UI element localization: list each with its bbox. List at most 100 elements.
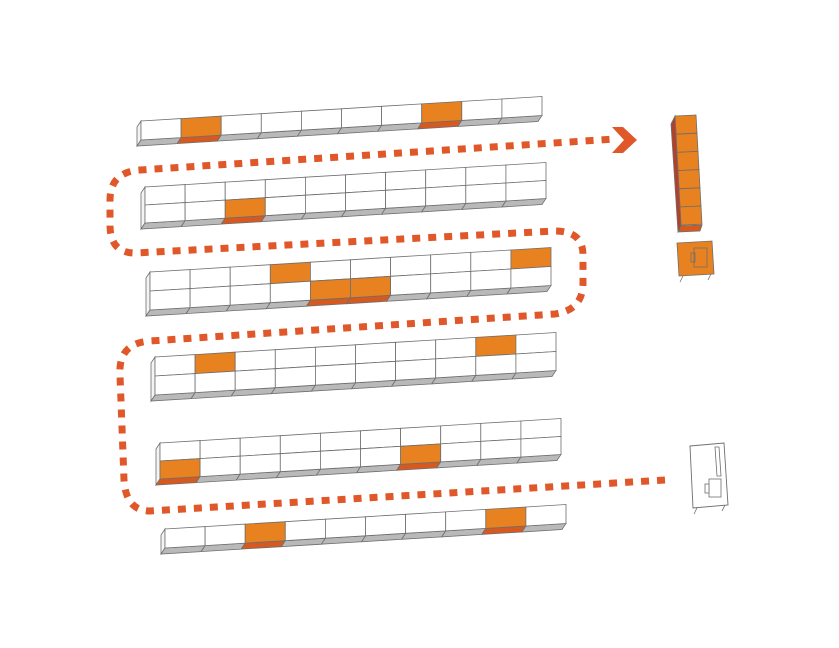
bin bbox=[304, 192, 346, 214]
bin bbox=[525, 504, 567, 527]
bin bbox=[341, 105, 383, 129]
bin bbox=[319, 448, 361, 470]
bin bbox=[234, 349, 276, 372]
bin bbox=[239, 453, 281, 475]
bin-highlighted bbox=[421, 100, 463, 124]
bin bbox=[430, 270, 472, 294]
shelf-end bbox=[145, 270, 151, 318]
bin bbox=[465, 182, 507, 204]
cart-box-leg bbox=[679, 275, 684, 283]
bin bbox=[385, 187, 427, 209]
bin bbox=[425, 184, 467, 207]
shelf-end bbox=[155, 441, 161, 487]
cart-box-handle bbox=[693, 247, 708, 268]
bin bbox=[189, 285, 231, 309]
bin bbox=[505, 162, 547, 184]
bin bbox=[440, 422, 482, 445]
bin bbox=[229, 264, 271, 287]
bin bbox=[515, 332, 557, 355]
shelf-end bbox=[150, 355, 156, 403]
bin bbox=[304, 174, 346, 196]
bin bbox=[480, 420, 522, 442]
bin bbox=[149, 269, 191, 292]
bin bbox=[520, 418, 562, 440]
bin bbox=[224, 179, 266, 201]
bin-highlighted bbox=[309, 278, 351, 301]
shelf-2 bbox=[140, 162, 547, 231]
bin bbox=[355, 341, 397, 365]
path-arrow-icon bbox=[612, 127, 637, 153]
bin bbox=[300, 108, 342, 131]
bin bbox=[284, 518, 326, 542]
bin bbox=[390, 254, 432, 277]
bin-highlighted bbox=[485, 506, 527, 529]
cart-slot-filled bbox=[674, 114, 698, 135]
empty-cart-leg bbox=[721, 504, 726, 512]
bin bbox=[234, 368, 276, 391]
bin bbox=[199, 455, 241, 478]
bin bbox=[385, 169, 427, 191]
empty-cart-leg bbox=[693, 507, 698, 515]
bin-highlighted bbox=[350, 275, 392, 299]
bin bbox=[314, 363, 356, 386]
bin bbox=[309, 259, 351, 282]
bin bbox=[405, 511, 447, 534]
cart-box-latch bbox=[690, 252, 696, 263]
bin bbox=[505, 180, 547, 202]
cart-slot-filled bbox=[678, 187, 702, 208]
pick-cart-loaded-icon bbox=[670, 114, 703, 234]
bin bbox=[144, 202, 186, 224]
bin bbox=[159, 440, 201, 462]
bin bbox=[279, 450, 321, 473]
bin bbox=[480, 438, 522, 460]
bin bbox=[355, 360, 397, 384]
bin-highlighted bbox=[269, 261, 311, 285]
bin bbox=[274, 346, 316, 370]
bin bbox=[360, 427, 402, 450]
cart-box-leg bbox=[707, 273, 712, 281]
bin bbox=[465, 164, 507, 186]
bin bbox=[269, 280, 311, 304]
bin bbox=[461, 98, 503, 121]
bin bbox=[184, 181, 226, 204]
empty-cart-body bbox=[689, 442, 729, 509]
shelving-racks bbox=[136, 96, 567, 556]
bin bbox=[425, 166, 467, 189]
bin bbox=[274, 365, 316, 389]
bin bbox=[140, 118, 182, 141]
bin-highlighted bbox=[244, 521, 286, 544]
cart-slot-filled bbox=[676, 150, 700, 172]
bin bbox=[154, 373, 196, 396]
bin bbox=[229, 283, 271, 306]
bin bbox=[360, 445, 402, 468]
bin bbox=[365, 513, 407, 537]
bin bbox=[390, 273, 432, 296]
bin bbox=[515, 351, 557, 374]
bin bbox=[435, 336, 477, 360]
bin bbox=[475, 353, 517, 376]
shelf-4 bbox=[150, 332, 557, 403]
bin bbox=[395, 339, 437, 362]
shelf-1 bbox=[136, 96, 543, 148]
bin bbox=[164, 526, 206, 549]
cart-side bbox=[670, 114, 682, 234]
bin bbox=[199, 437, 241, 460]
bin bbox=[435, 355, 477, 379]
bin bbox=[381, 103, 423, 126]
cart-slot-filled bbox=[677, 169, 701, 190]
bin bbox=[501, 96, 543, 119]
cart-box-body bbox=[676, 240, 715, 277]
bin bbox=[264, 194, 306, 217]
bin bbox=[239, 435, 281, 457]
bin bbox=[400, 425, 442, 447]
cart-base bbox=[678, 224, 703, 233]
bin bbox=[220, 113, 262, 136]
bin bbox=[314, 344, 356, 367]
bin-highlighted bbox=[180, 115, 222, 139]
bin bbox=[345, 171, 387, 194]
empty-cart-box bbox=[708, 478, 722, 498]
cart-slot-filled bbox=[679, 205, 703, 226]
bin bbox=[319, 430, 361, 452]
picking-route-path bbox=[106, 135, 666, 515]
